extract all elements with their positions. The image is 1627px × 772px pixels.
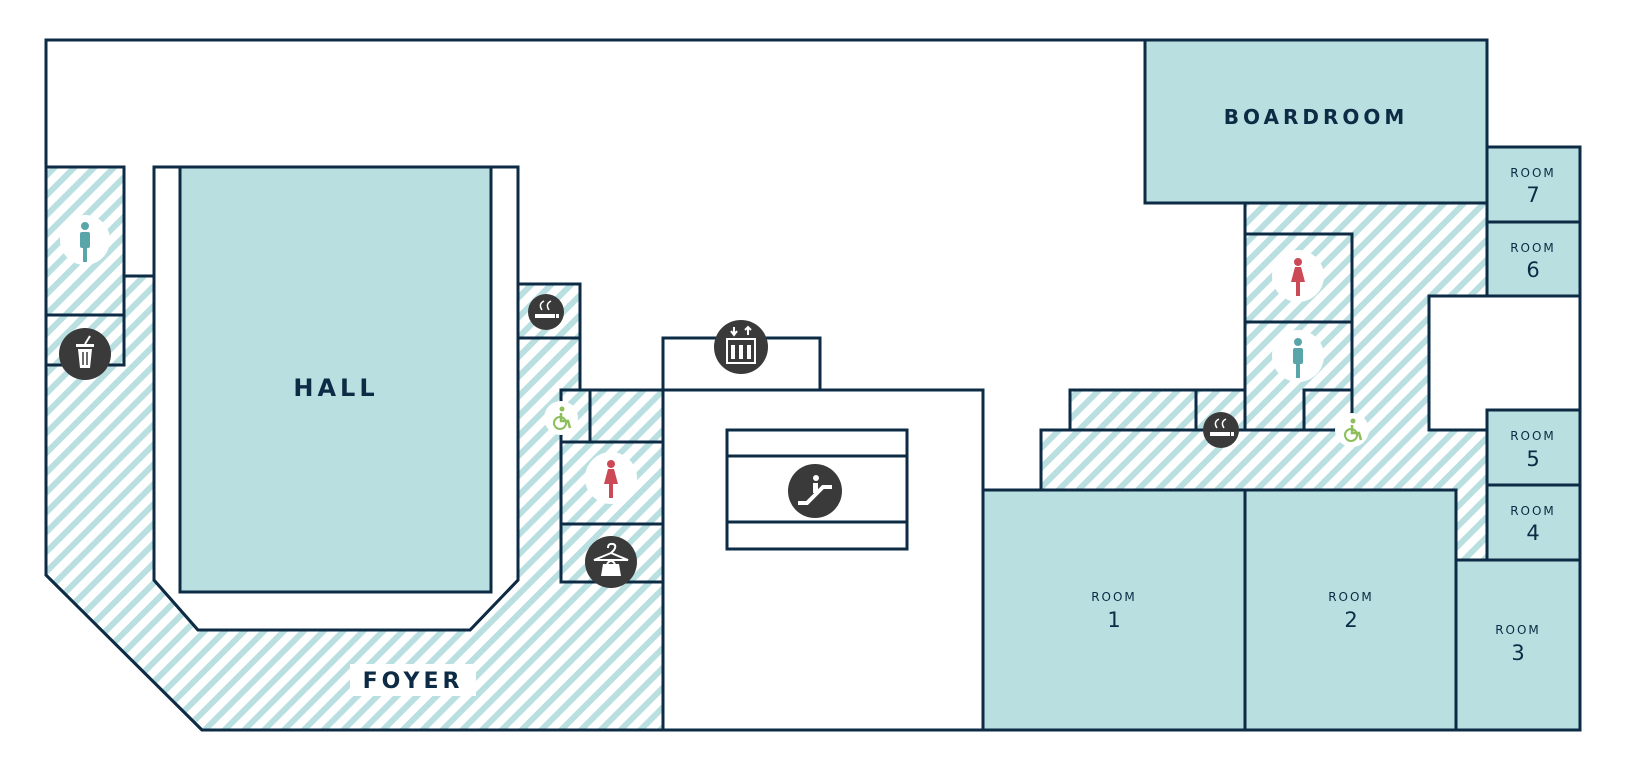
room-3-number: 3 (1511, 641, 1524, 665)
room-5[interactable] (1485, 408, 1582, 487)
foyer-label-bg (350, 664, 476, 696)
room-1-number: 1 (1107, 608, 1120, 632)
accessible-restroom-right-icon (1335, 413, 1369, 447)
female-restroom-right-icon (1272, 250, 1324, 302)
room-4-label: ROOM (1510, 504, 1556, 518)
hall-room[interactable] (178, 165, 493, 594)
room-6[interactable] (1485, 220, 1582, 298)
room-2-label: ROOM (1328, 590, 1374, 604)
accessible-restroom-icon (544, 401, 578, 435)
room-6-number: 6 (1526, 258, 1539, 282)
room-3[interactable] (1454, 558, 1582, 732)
male-restroom-right-icon (1272, 330, 1324, 382)
room-2[interactable] (1243, 488, 1458, 732)
room-2-number: 2 (1344, 608, 1357, 632)
right-storage (1427, 294, 1582, 432)
room-5-label: ROOM (1510, 429, 1556, 443)
room-6-label: ROOM (1510, 241, 1556, 255)
room-7-number: 7 (1526, 183, 1539, 207)
boardroom-label: BOARDROOM (1224, 105, 1409, 129)
elevator-icon (714, 320, 768, 374)
room-1[interactable] (981, 488, 1247, 732)
room-7[interactable] (1485, 145, 1582, 224)
room-5-number: 5 (1526, 447, 1539, 471)
room-4-number: 4 (1526, 521, 1539, 545)
male-restroom-icon (60, 215, 110, 265)
corridor-closet-a (1068, 388, 1198, 432)
smoking-area-right-icon (1203, 412, 1239, 448)
room-3-label: ROOM (1495, 623, 1541, 637)
foyer-label: FOYER (363, 669, 464, 694)
room-1-label: ROOM (1091, 590, 1137, 604)
smoking-area-icon (528, 294, 564, 330)
room-4[interactable] (1485, 483, 1582, 562)
cloakroom-icon (585, 536, 637, 588)
female-restroom-icon (585, 452, 637, 504)
hall-label: HALL (293, 374, 378, 402)
trash-bin-icon (59, 328, 111, 380)
boardroom[interactable] (1143, 38, 1489, 205)
room-7-label: ROOM (1510, 166, 1556, 180)
escalator-icon (788, 464, 842, 518)
